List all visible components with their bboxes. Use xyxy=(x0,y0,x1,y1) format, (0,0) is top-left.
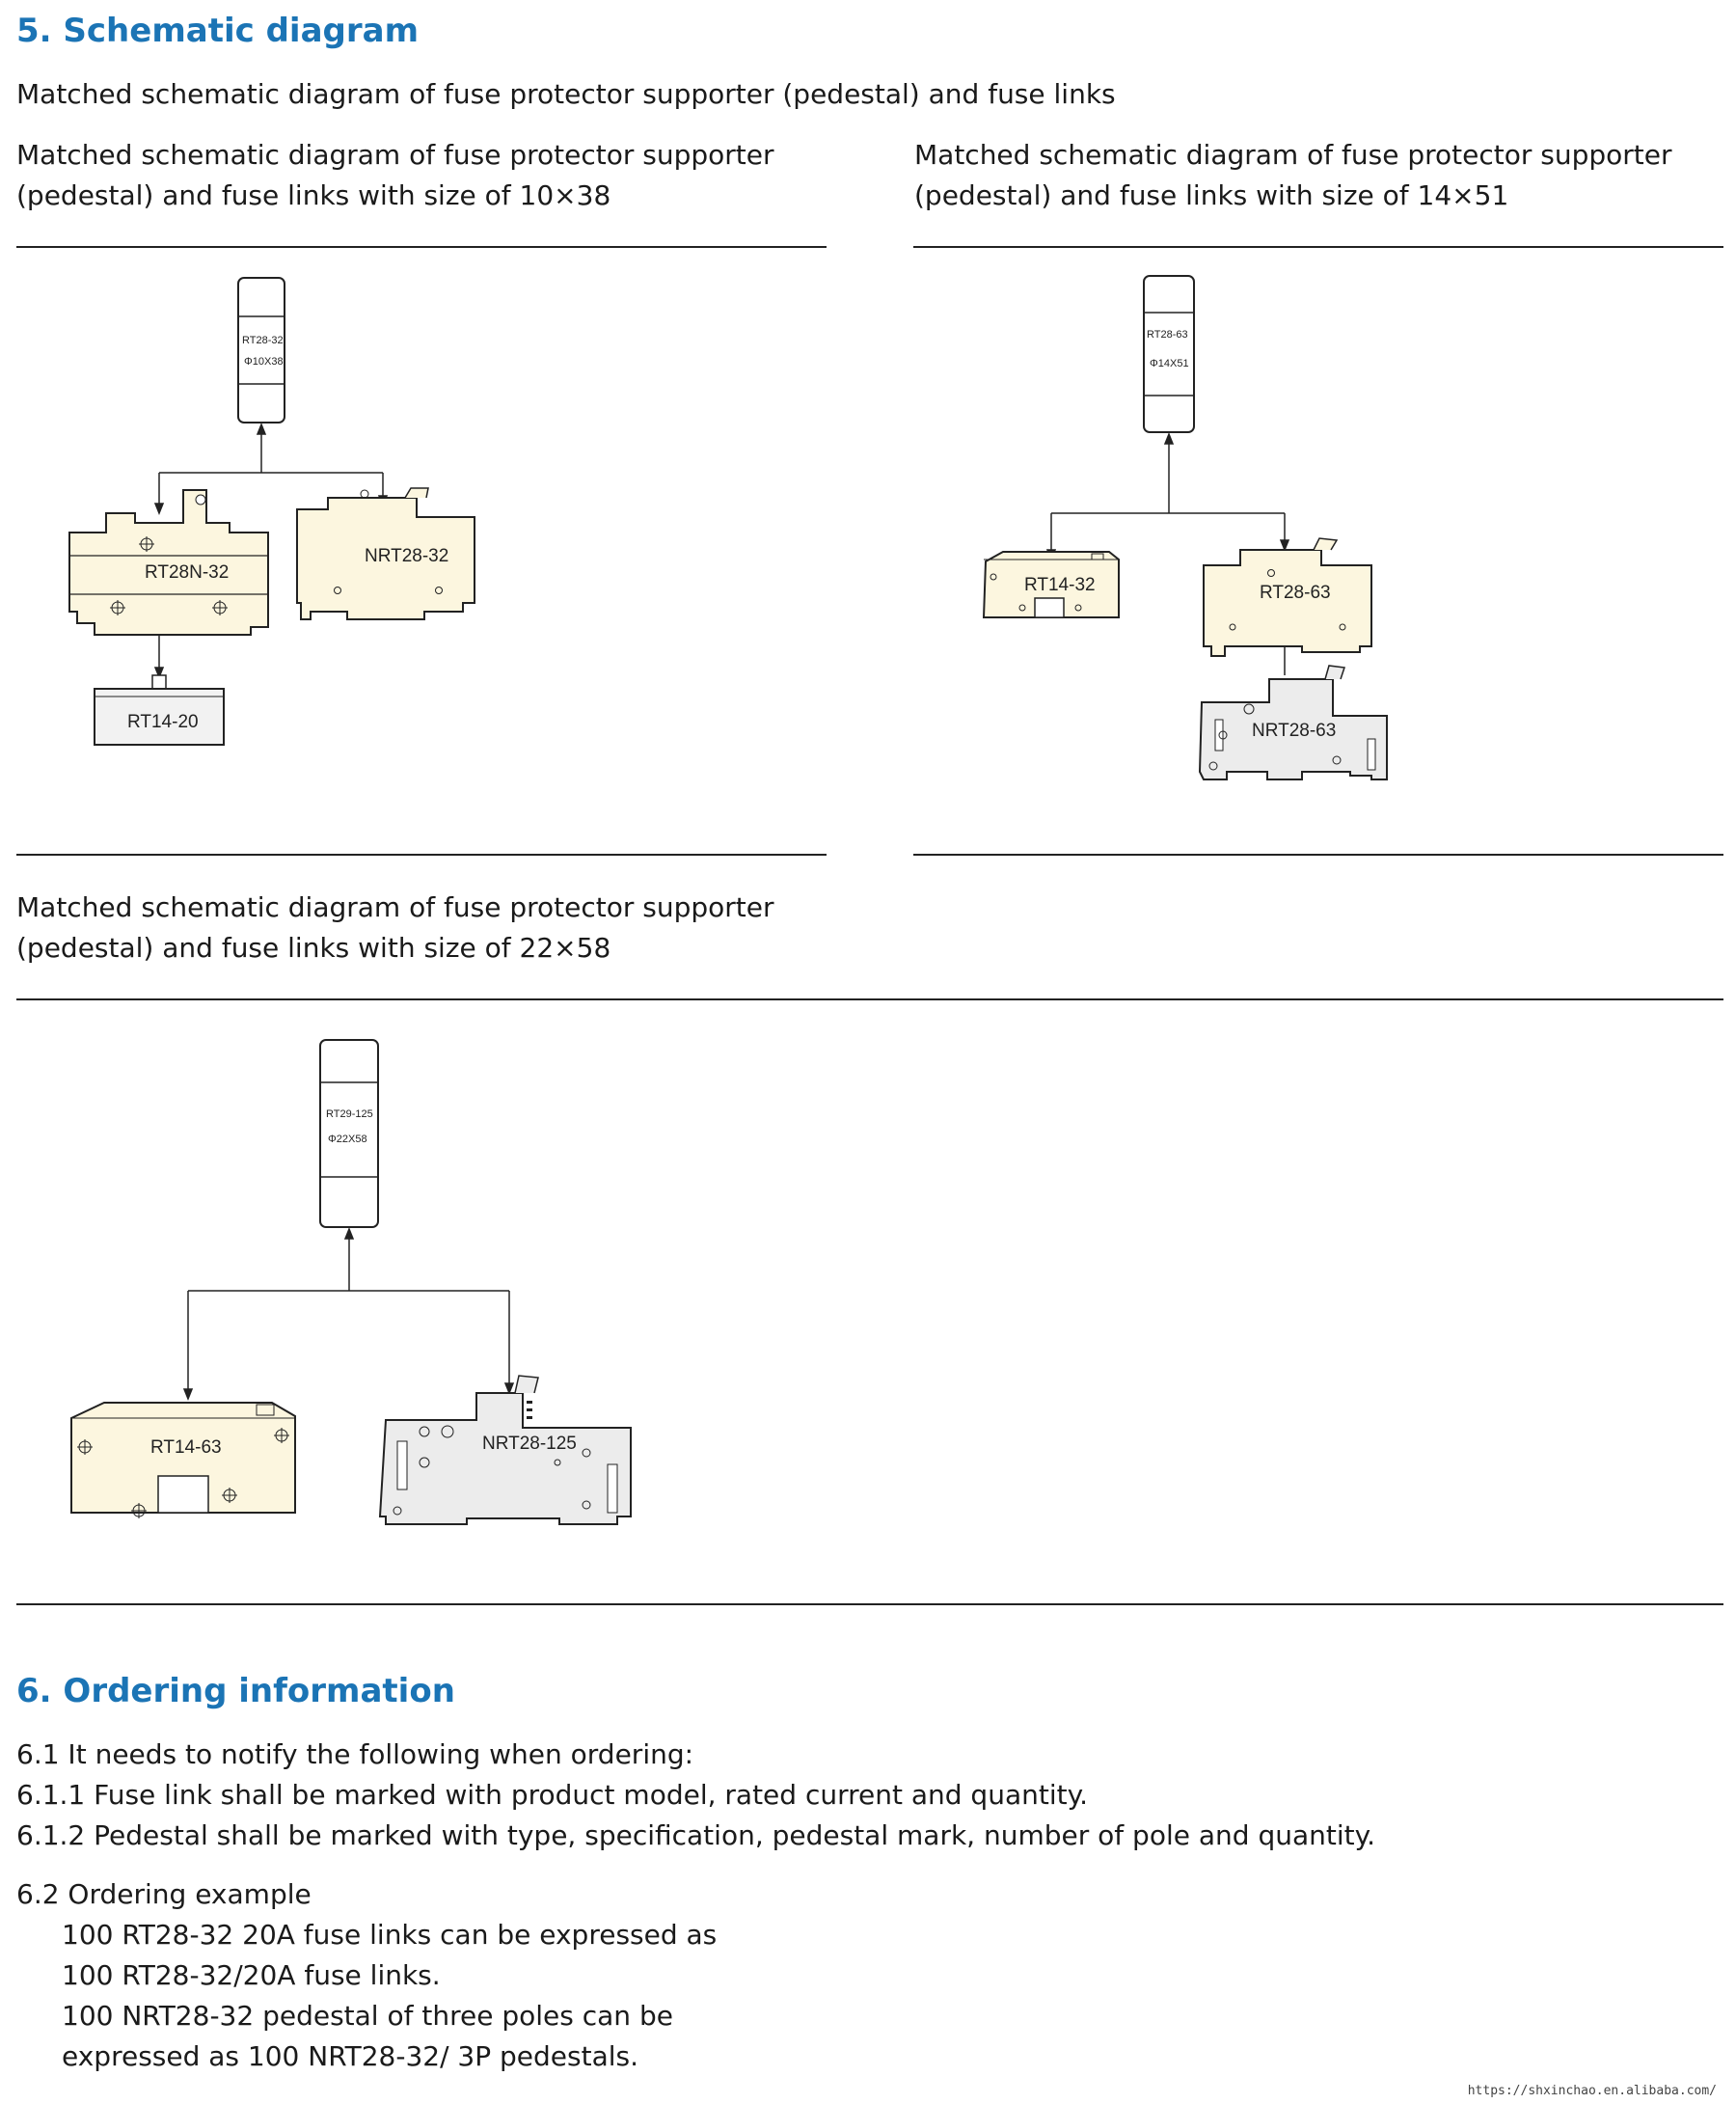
diagram-3: RT29-125 Φ22X58 RT14-63 xyxy=(70,1039,632,1525)
ordering-line: 100 RT28-32 20A fuse links can be expres… xyxy=(62,1919,718,1951)
footer-url: https://shxinchao.en.alibaba.com/ xyxy=(1467,2084,1717,2098)
pedestal-label: RT28N-32 xyxy=(145,562,229,583)
pedestal-nrt28-63: NRT28-63 xyxy=(1198,665,1388,780)
connector-lines xyxy=(182,1226,515,1402)
pedestal-label: NRT28-32 xyxy=(365,546,448,566)
pedestal-rt28-63: RT28-63 xyxy=(1203,537,1372,657)
diagram-2: RT28-63 Φ14X51 RT14-32 RT28-63 xyxy=(982,275,1388,780)
ordering-line: 6.2 Ordering example xyxy=(16,1878,312,1910)
caption-line: (pedestal) and fuse links with size of 2… xyxy=(16,932,611,964)
diagram-1: RT28-32 Φ10X38 RT28N-32 NRT28-32 xyxy=(68,277,475,746)
pedestal-rt14-20: RT14-20 xyxy=(94,674,225,746)
pedestal-rt28n-32: RT28N-32 xyxy=(68,489,269,636)
divider xyxy=(913,246,1723,248)
connector-lines xyxy=(1045,431,1290,675)
ordering-notify-list: 6.1 It needs to notify the following whe… xyxy=(16,1735,1375,1856)
section-5-intro: Matched schematic diagram of fuse protec… xyxy=(16,78,1116,110)
divider xyxy=(913,854,1723,856)
section-5-title: 5. Schematic diagram xyxy=(16,12,419,50)
ordering-line: expressed as 100 NRT28-32/ 3P pedestals. xyxy=(62,2040,639,2072)
diagram-1-caption: Matched schematic diagram of fuse protec… xyxy=(16,135,773,216)
pedestal-label: NRT28-125 xyxy=(482,1434,577,1454)
pedestal-rt14-63: RT14-63 xyxy=(70,1402,296,1518)
fuse-size-label: Φ22X58 xyxy=(328,1134,367,1145)
fuse-size-label: Φ14X51 xyxy=(1150,358,1189,369)
pedestal-nrt28-32: NRT28-32 xyxy=(296,487,475,620)
ordering-line: 100 RT28-32/20A fuse links. xyxy=(62,1959,441,1991)
ordering-line: 6.1 It needs to notify the following whe… xyxy=(16,1738,694,1770)
caption-line: Matched schematic diagram of fuse protec… xyxy=(16,139,774,171)
fuse-model-label: RT28-32 xyxy=(242,335,284,346)
pedestal-label: RT28-63 xyxy=(1260,583,1331,603)
ordering-line: 6.1.2 Pedestal shall be marked with type… xyxy=(16,1819,1376,1851)
fuse-model-label: RT29-125 xyxy=(326,1108,373,1120)
ordering-line: 100 NRT28-32 pedestal of three poles can… xyxy=(62,2000,673,2032)
fuse-model-label: RT28-63 xyxy=(1147,329,1188,341)
fuse-link-rt29-125: RT29-125 Φ22X58 xyxy=(319,1039,379,1228)
pedestal-nrt28-125: NRT28-125 xyxy=(378,1375,632,1525)
diagram-3-caption: Matched schematic diagram of fuse protec… xyxy=(16,888,773,969)
ordering-example: 6.2 Ordering example 100 RT28-32 20A fus… xyxy=(16,1874,717,2077)
caption-line: (pedestal) and fuse links with size of 1… xyxy=(914,179,1509,211)
ordering-line: 6.1.1 Fuse link shall be marked with pro… xyxy=(16,1779,1089,1811)
divider xyxy=(16,1603,1723,1605)
section-6-title: 6. Ordering information xyxy=(16,1672,455,1710)
diagram-2-caption: Matched schematic diagram of fuse protec… xyxy=(914,135,1671,216)
divider xyxy=(16,998,1723,1000)
caption-line: Matched schematic diagram of fuse protec… xyxy=(914,139,1672,171)
fuse-size-label: Φ10X38 xyxy=(244,356,284,368)
pedestal-rt14-32: RT14-32 xyxy=(982,551,1120,618)
fuse-link-rt28-32: RT28-32 Φ10X38 xyxy=(237,277,285,424)
fuse-link-rt28-63: RT28-63 Φ14X51 xyxy=(1143,275,1195,433)
pedestal-label: NRT28-63 xyxy=(1252,721,1336,741)
divider xyxy=(16,854,827,856)
caption-line: (pedestal) and fuse links with size of 1… xyxy=(16,179,611,211)
caption-line: Matched schematic diagram of fuse protec… xyxy=(16,891,774,923)
pedestal-label: RT14-20 xyxy=(127,712,199,732)
pedestal-label: RT14-32 xyxy=(1024,575,1096,595)
pedestal-label: RT14-63 xyxy=(150,1437,222,1458)
divider xyxy=(16,246,827,248)
